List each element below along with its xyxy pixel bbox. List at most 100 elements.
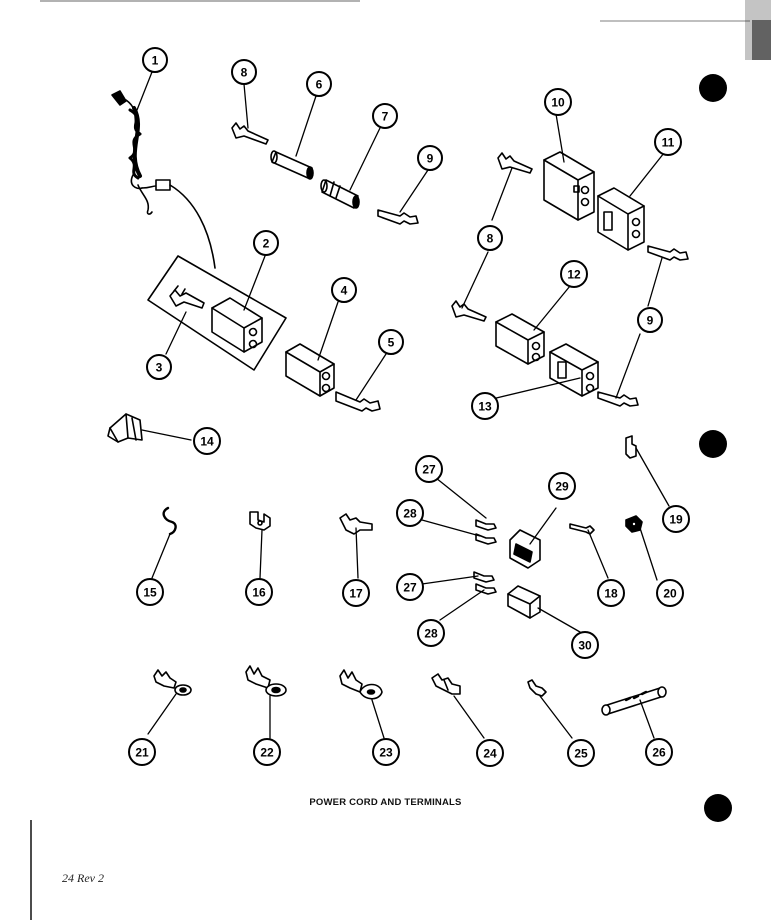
svg-text:28: 28 [424, 627, 438, 641]
part-28-terminal-upper [475, 533, 497, 545]
leader-lines [136, 71, 670, 739]
part-11-connector-housing [597, 187, 645, 251]
callout-20: 20 [656, 579, 684, 607]
callout-8-top: 8 [231, 59, 257, 85]
svg-text:25: 25 [574, 747, 588, 761]
callout-9-top: 9 [417, 145, 443, 171]
svg-text:6: 6 [316, 78, 323, 92]
part-9-terminal-top [377, 209, 419, 225]
part-18-terminal [569, 523, 595, 535]
callout-24: 24 [476, 739, 504, 767]
svg-text:23: 23 [379, 746, 393, 760]
svg-text:29: 29 [555, 480, 569, 494]
callout-12: 12 [560, 260, 588, 288]
part-28-terminal-lower [475, 583, 497, 595]
callout-8-right: 8 [477, 225, 503, 251]
part-25-terminal [527, 679, 547, 697]
part-6-sleeve [270, 150, 314, 180]
callout-30: 30 [571, 631, 599, 659]
part-16-terminal [249, 511, 271, 531]
callout-23: 23 [372, 738, 400, 766]
part-8-terminal-right-lower [451, 300, 487, 322]
callouts: 1 2 3 4 5 6 7 8 8 9 9 10 11 12 13 14 15 … [128, 47, 690, 767]
hole-punch-middle [699, 430, 727, 458]
callout-25: 25 [567, 739, 595, 767]
figure-caption: POWER CORD AND TERMINALS [309, 797, 462, 808]
callout-9-right: 9 [637, 307, 663, 333]
part-3-terminal [169, 285, 205, 309]
part-23-ring-terminal [339, 669, 383, 700]
callout-13: 13 [471, 392, 499, 420]
svg-text:5: 5 [388, 336, 395, 350]
callout-7: 7 [372, 103, 398, 129]
callout-18: 18 [597, 579, 625, 607]
callout-2: 2 [253, 230, 279, 256]
part-8-terminal-top [231, 122, 269, 145]
callout-11: 11 [654, 128, 682, 156]
callout-22: 22 [253, 738, 281, 766]
hole-punch-bottom [704, 794, 732, 822]
part-26-strip-terminal [601, 686, 667, 716]
part-27-terminal-lower [473, 571, 495, 583]
svg-text:3: 3 [156, 361, 163, 375]
callout-5: 5 [378, 329, 404, 355]
callout-15: 15 [136, 578, 164, 606]
svg-text:7: 7 [382, 110, 389, 124]
parts-2-3-frame [147, 255, 287, 371]
part-21-ring-terminal [153, 669, 192, 696]
callout-28-lower: 28 [417, 619, 445, 647]
part-14-clip [107, 413, 143, 443]
part-17-terminal [339, 513, 373, 535]
callout-1: 1 [142, 47, 168, 73]
svg-text:4: 4 [341, 284, 348, 298]
callout-16: 16 [245, 578, 273, 606]
svg-text:14: 14 [200, 435, 214, 449]
svg-text:2: 2 [263, 237, 270, 251]
svg-text:28: 28 [403, 507, 417, 521]
svg-text:18: 18 [604, 587, 618, 601]
svg-text:30: 30 [578, 639, 592, 653]
svg-text:22: 22 [260, 746, 274, 760]
part-20-terminal [625, 515, 643, 533]
svg-text:10: 10 [551, 96, 565, 110]
callout-6: 6 [306, 71, 332, 97]
svg-text:17: 17 [349, 587, 363, 601]
svg-text:1: 1 [152, 54, 159, 68]
svg-text:20: 20 [663, 587, 677, 601]
callout-26: 26 [645, 738, 673, 766]
callout-21: 21 [128, 738, 156, 766]
svg-text:16: 16 [252, 586, 266, 600]
callout-27-lower: 27 [396, 573, 424, 601]
svg-text:26: 26 [652, 746, 666, 760]
part-10-connector-housing [543, 151, 595, 221]
part-13-connector-housing [549, 343, 599, 397]
svg-text:19: 19 [669, 513, 683, 527]
callout-28-upper: 28 [396, 499, 424, 527]
part-5-pin-terminal [335, 391, 381, 412]
part-1-power-cord [111, 90, 216, 269]
svg-text:15: 15 [143, 586, 157, 600]
part-30-housing [507, 585, 541, 619]
page-label: 24 Rev 2 [62, 871, 104, 885]
svg-text:21: 21 [135, 746, 149, 760]
callout-4: 4 [331, 277, 357, 303]
hole-punch-top [699, 74, 727, 102]
part-9-terminal-right-top [647, 245, 689, 261]
part-29-housing [509, 529, 541, 569]
callout-27-upper: 27 [415, 455, 443, 483]
svg-text:27: 27 [422, 463, 436, 477]
svg-text:27: 27 [403, 581, 417, 595]
part-15-hook-terminal [162, 506, 177, 536]
part-2-connector-housing [211, 297, 263, 353]
part-8-terminal-right-top [497, 152, 533, 174]
svg-text:13: 13 [478, 400, 492, 414]
svg-text:12: 12 [567, 268, 581, 282]
callout-17: 17 [342, 579, 370, 607]
svg-text:8: 8 [487, 232, 494, 246]
part-4-connector-housing [285, 343, 335, 397]
part-7-sleeve [320, 179, 360, 209]
callout-19: 19 [662, 505, 690, 533]
part-19-terminal [625, 435, 637, 459]
part-9-terminal-right-lower [597, 391, 639, 407]
svg-text:24: 24 [483, 747, 497, 761]
